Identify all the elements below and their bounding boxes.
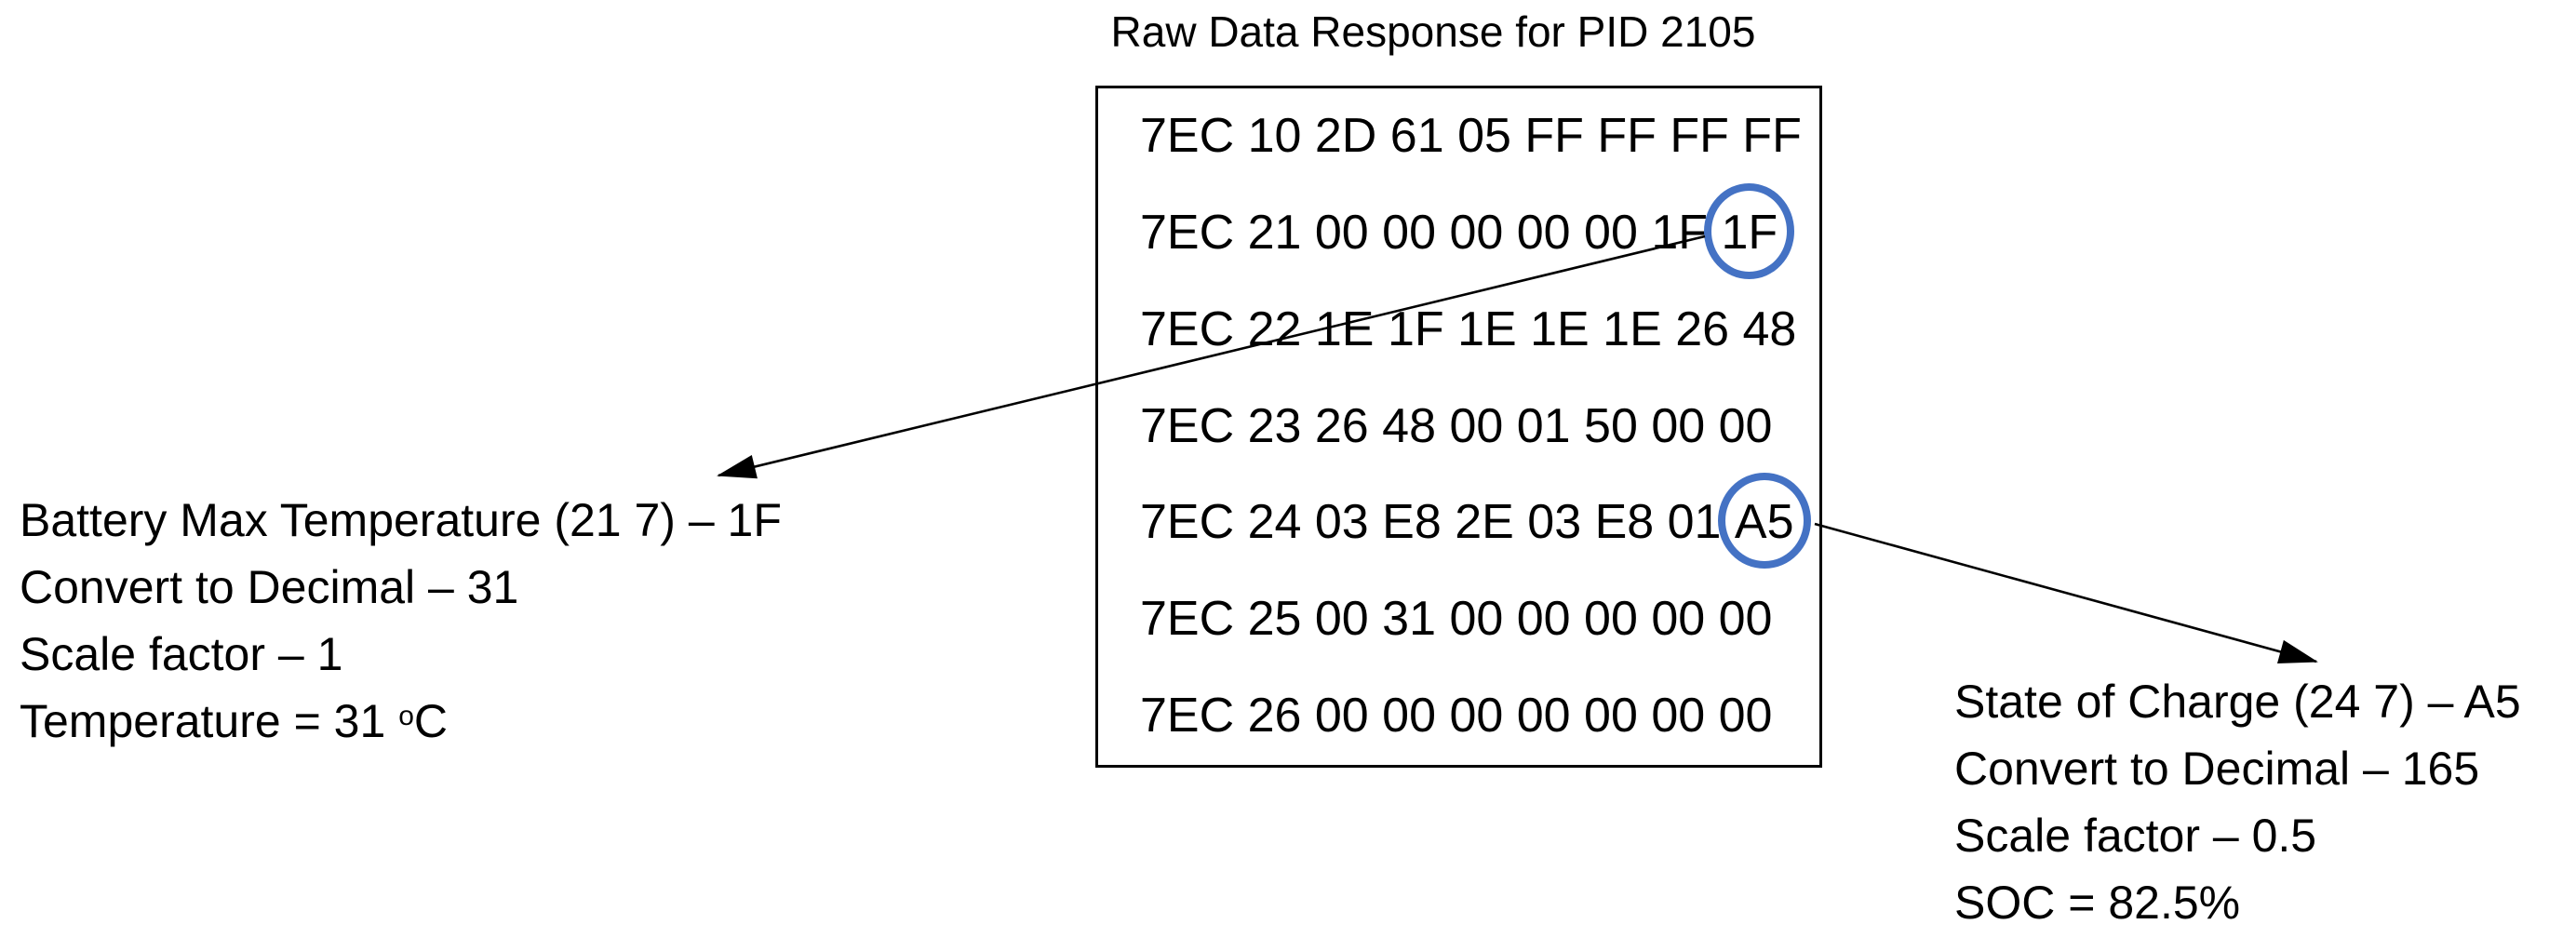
hex-bytes: 7EC 22 1E 1F 1E 1E 1E 26 48 xyxy=(1140,301,1797,356)
degree-superscript: o xyxy=(398,700,414,731)
hex-row-23: 7EC 23 26 48 00 01 50 00 00 xyxy=(1098,379,1819,476)
hex-row-26: 7EC 26 00 00 00 00 00 00 00 xyxy=(1098,668,1819,765)
hex-bytes: 7EC 24 03 E8 2E 03 E8 01 xyxy=(1140,495,1735,550)
hex-bytes: 7EC 25 00 31 00 00 00 00 00 xyxy=(1140,592,1773,647)
hex-bytes: 7EC 26 00 00 00 00 00 00 00 xyxy=(1140,689,1773,743)
note-line: Convert to Decimal – 165 xyxy=(1954,743,2480,795)
highlighted-byte-A5: A5 xyxy=(1717,473,1811,569)
raw-data-box: 7EC 10 2D 61 05 FF FF FF FF 7EC 21 00 00… xyxy=(1095,86,1822,768)
hex-row-24: 7EC 24 03 E8 2E 03 E8 01 A5 xyxy=(1098,473,1819,571)
hex-bytes: 7EC 21 00 00 00 00 00 1F xyxy=(1140,205,1722,260)
battery-temp-note: Battery Max Temperature (21 7) – 1F Conv… xyxy=(20,487,782,762)
hex-bytes: 7EC 23 26 48 00 01 50 00 00 xyxy=(1140,398,1773,453)
temp-result-text: Temperature = 31 xyxy=(20,695,399,747)
hex-bytes: 7EC 10 2D 61 05 FF FF FF FF xyxy=(1140,109,1802,163)
note-line: State of Charge (24 7) – A5 xyxy=(1954,676,2521,728)
hex-row-21: 7EC 21 00 00 00 00 00 1F 1F xyxy=(1098,182,1819,282)
temp-unit: C xyxy=(413,695,448,747)
note-line: Scale factor – 0.5 xyxy=(1954,810,2317,862)
note-line: Battery Max Temperature (21 7) – 1F xyxy=(20,494,782,546)
note-line: Convert to Decimal – 31 xyxy=(20,561,519,613)
highlighted-byte-1F: 1F xyxy=(1704,182,1795,279)
state-of-charge-note: State of Charge (24 7) – A5 Convert to D… xyxy=(1954,668,2521,936)
hex-byte-value: A5 xyxy=(1734,495,1794,550)
note-line: Temperature = 31 oC xyxy=(20,688,782,762)
hex-row-10: 7EC 10 2D 61 05 FF FF FF FF xyxy=(1098,88,1819,185)
hex-byte-value: 1F xyxy=(1721,205,1778,260)
note-line: SOC = 82.5% xyxy=(1954,877,2241,929)
hex-row-22: 7EC 22 1E 1F 1E 1E 1E 26 48 xyxy=(1098,282,1819,379)
hex-row-25: 7EC 25 00 31 00 00 00 00 00 xyxy=(1098,571,1819,668)
arrow-to-right-note xyxy=(1814,522,2318,663)
note-line: Scale factor – 1 xyxy=(20,628,343,680)
diagram-title: Raw Data Response for PID 2105 xyxy=(1110,7,1756,56)
